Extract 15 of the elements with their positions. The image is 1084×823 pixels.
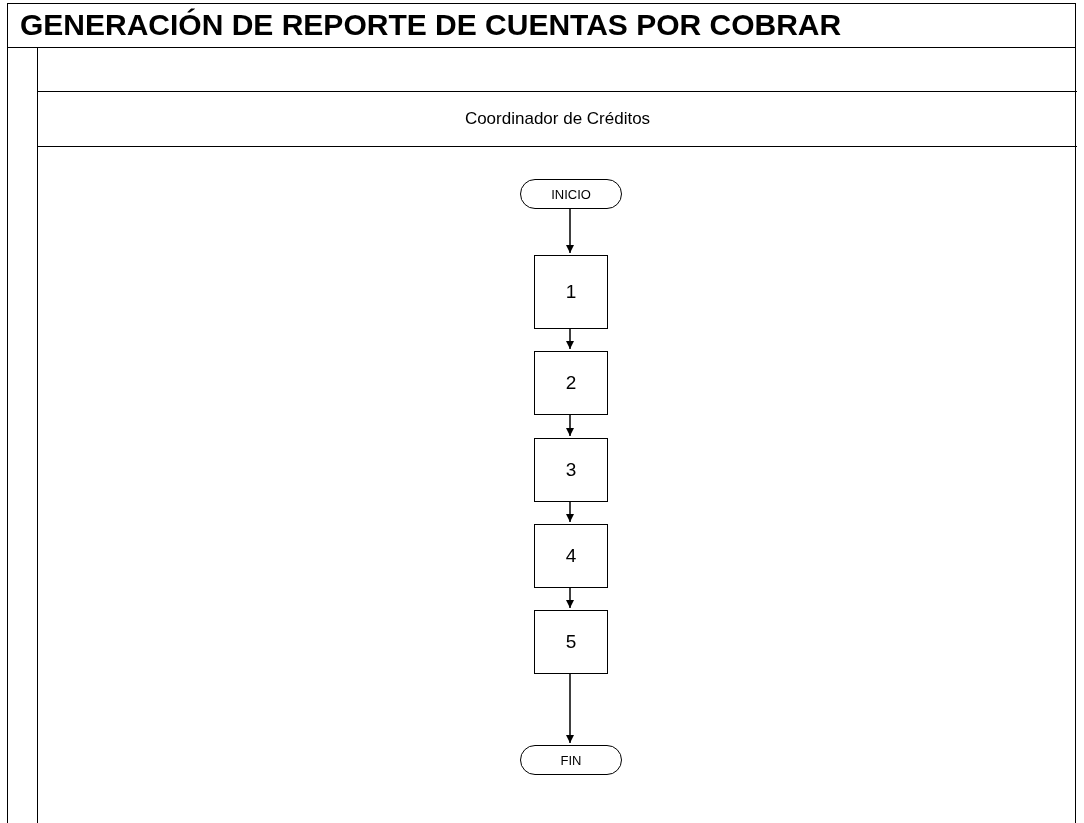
process-box: 4 <box>534 524 608 588</box>
process-box: 1 <box>534 255 608 329</box>
arrow <box>566 206 574 254</box>
lane-title: Coordinador de Créditos <box>38 92 1077 147</box>
arrow <box>566 671 574 744</box>
diagram-title: GENERACIÓN DE REPORTE DE CUENTAS POR COBRAR <box>20 8 842 42</box>
arrow <box>566 585 574 609</box>
process-box: 3 <box>534 438 608 502</box>
terminator: FIN <box>520 745 622 775</box>
arrow <box>566 499 574 523</box>
process-box: 5 <box>534 610 608 674</box>
terminator: INICIO <box>520 179 622 209</box>
process-box: 2 <box>534 351 608 415</box>
arrow <box>566 412 574 437</box>
arrow <box>566 326 574 350</box>
